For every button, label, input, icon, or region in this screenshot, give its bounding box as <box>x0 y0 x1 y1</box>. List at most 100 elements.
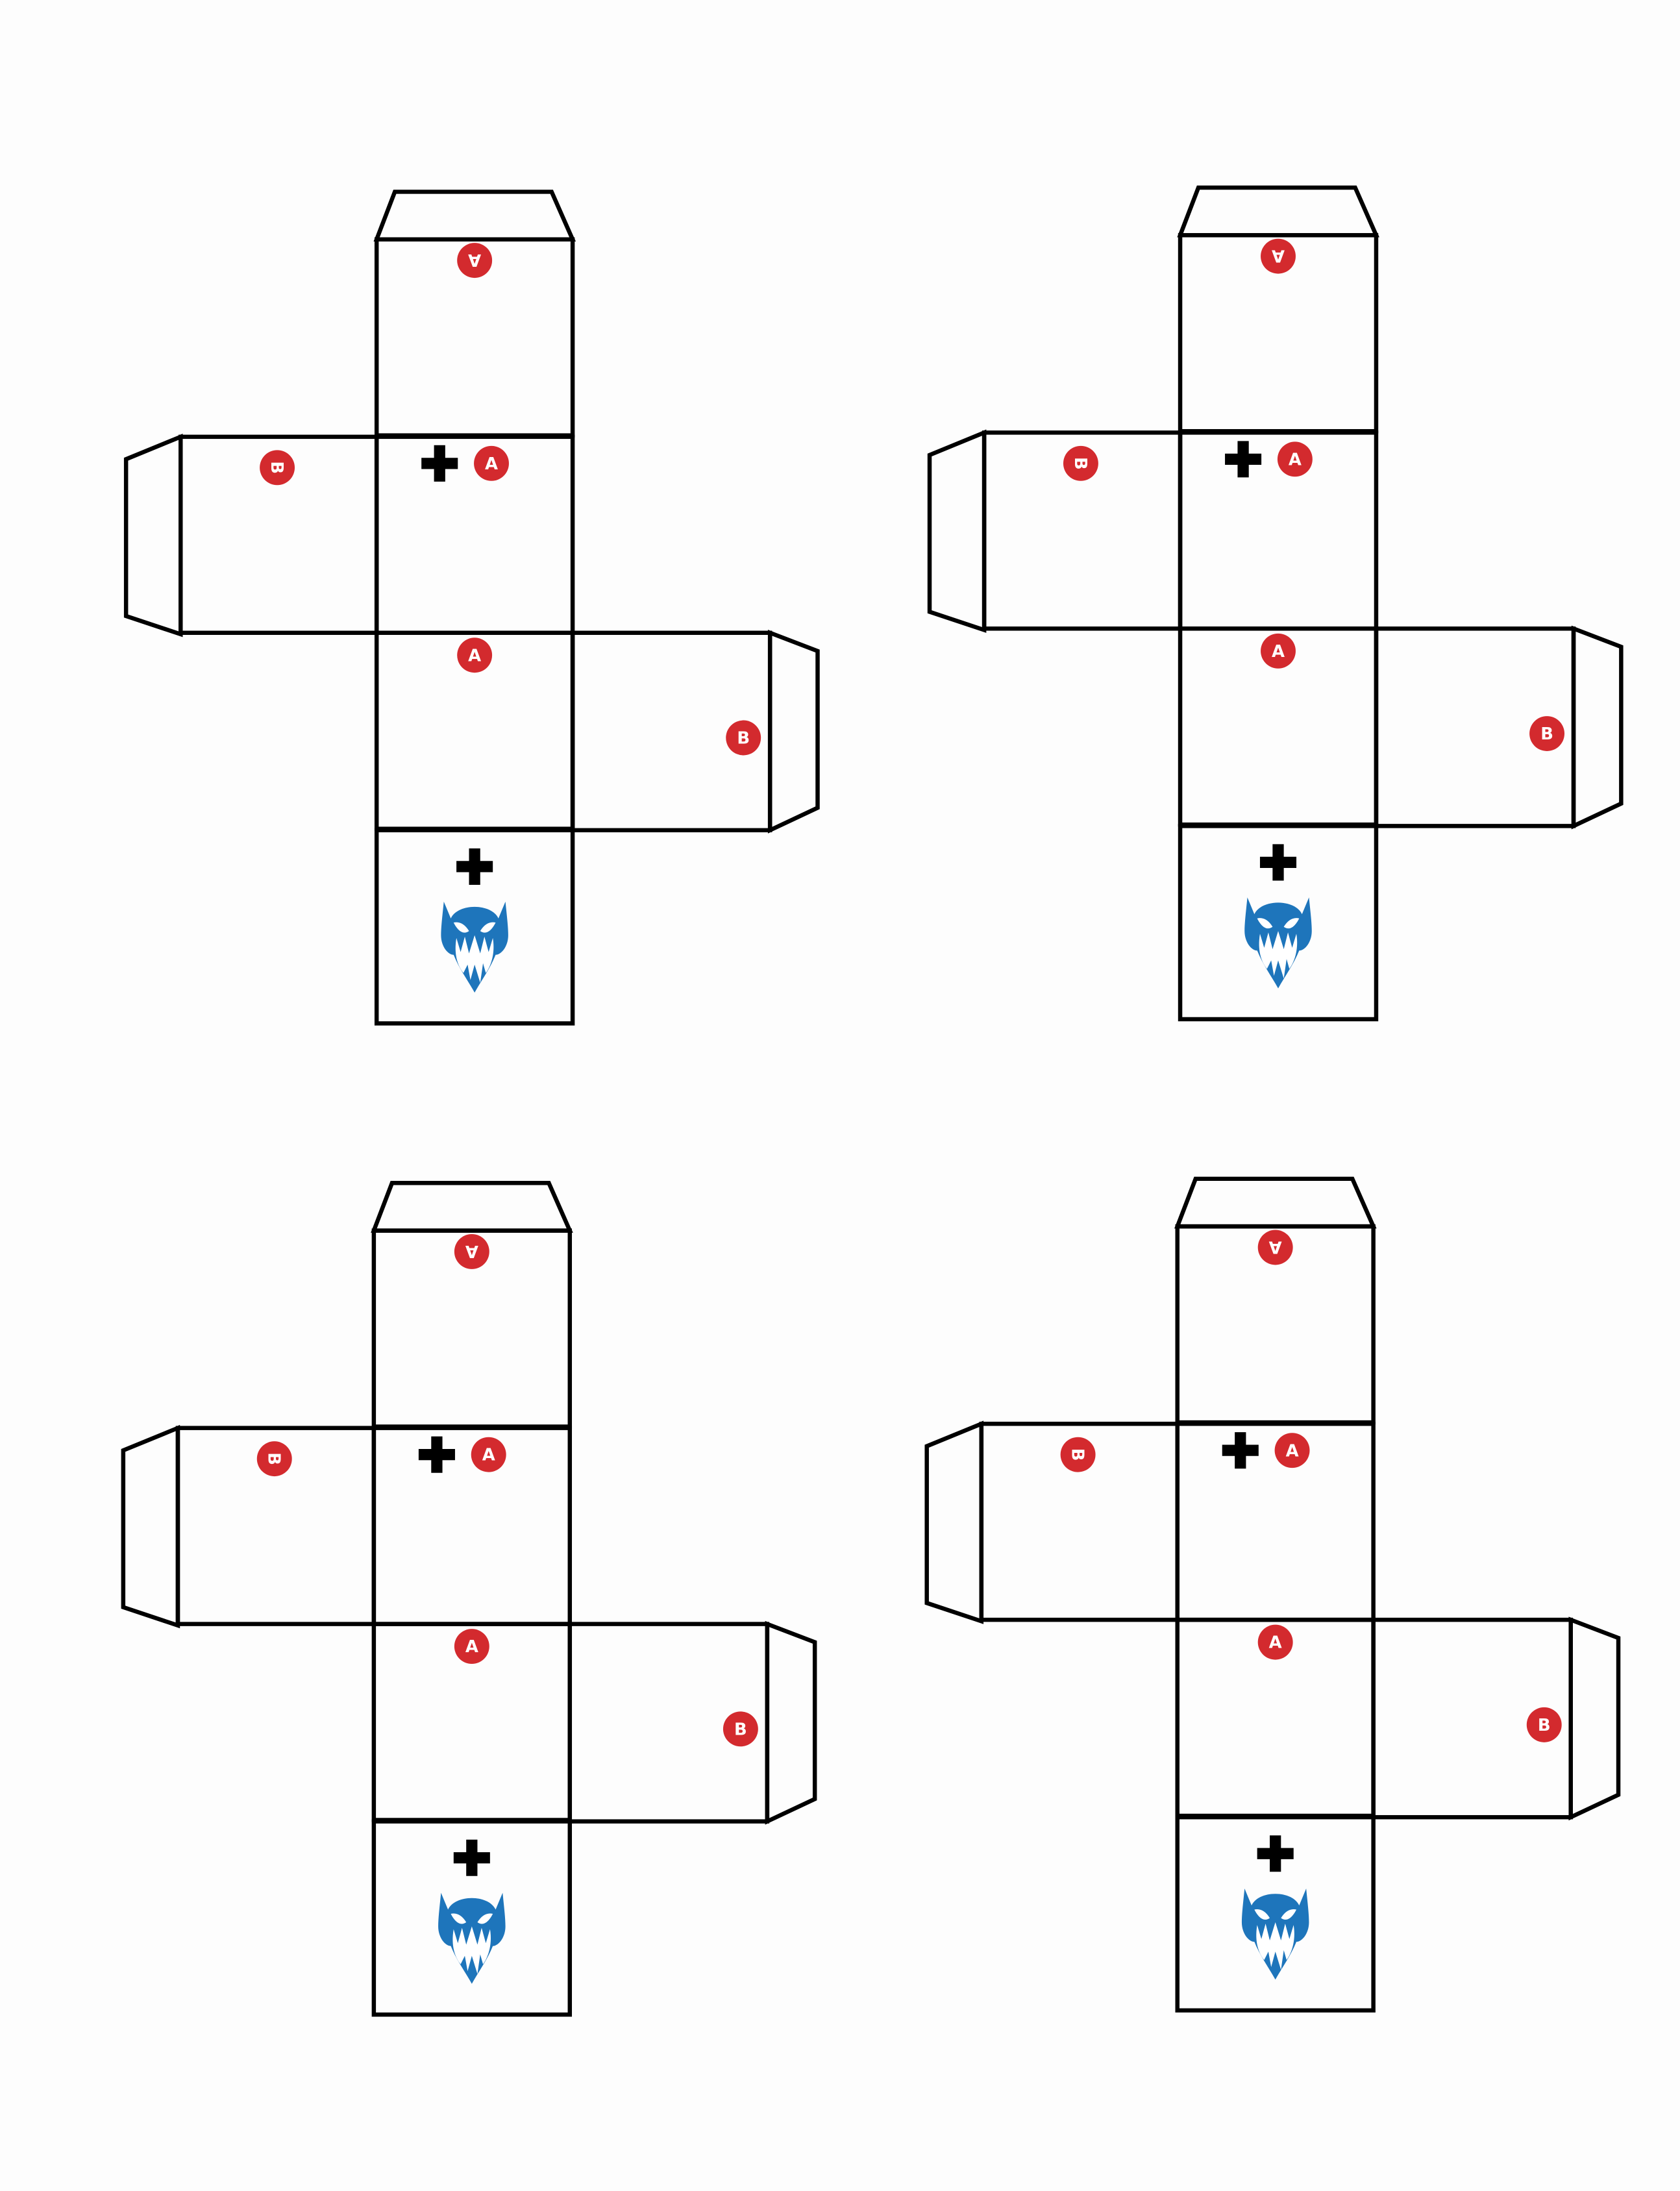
badge-circle <box>260 450 295 486</box>
glue-flap-left <box>924 1420 984 1624</box>
plus-icon <box>418 1436 455 1473</box>
monster-mouth <box>455 935 494 983</box>
letter-badge-left-arm: B <box>256 1441 292 1477</box>
monster-eye-right <box>477 1913 493 1924</box>
badge-circle <box>1526 1707 1562 1742</box>
badge-circle <box>1063 445 1098 481</box>
letter-badge-second-face: A <box>1277 441 1313 477</box>
badge-letter: B <box>1538 1716 1551 1735</box>
letter-badge-second-face: A <box>471 1437 506 1472</box>
glue-flap-top <box>1177 185 1379 238</box>
monster-eye-left <box>1254 1909 1270 1920</box>
glue-flap-top <box>371 1181 573 1233</box>
badge-letter: A <box>1286 1441 1299 1461</box>
letter-badge-second-face: A <box>1274 1433 1310 1468</box>
monster-face-icon <box>1241 1888 1309 1980</box>
monster-eye-left <box>453 922 469 933</box>
dice-net-top-right: A B A A B <box>927 185 1624 1022</box>
badge-letter: B <box>264 1452 284 1465</box>
letter-badge-top-face: A <box>454 1233 489 1269</box>
letter-badge-top-face: A <box>1261 238 1296 274</box>
badge-circle <box>454 1629 489 1665</box>
badge-letter: A <box>468 646 481 665</box>
letter-badge-right-arm: B <box>723 1711 758 1747</box>
badge-circle <box>1261 238 1296 274</box>
badge-letter: B <box>737 729 750 749</box>
monster-eye-right <box>1283 918 1300 929</box>
glue-flap-right <box>765 1620 817 1825</box>
badge-letter: B <box>1070 457 1090 470</box>
plus-icon <box>456 848 493 885</box>
badge-circle <box>457 243 493 279</box>
badge-letter: A <box>1272 246 1285 266</box>
badge-circle <box>454 1233 489 1269</box>
letter-badge-third-face: A <box>1257 1624 1293 1660</box>
plus-icon <box>1257 1835 1294 1872</box>
plus-icon <box>1222 1432 1259 1469</box>
glue-flap-left <box>121 1424 180 1629</box>
badge-letter: B <box>1068 1448 1087 1461</box>
badge-letter: A <box>465 1637 478 1657</box>
letter-badge-third-face: A <box>457 637 493 673</box>
letter-badge-top-face: A <box>1257 1230 1293 1265</box>
cube-face <box>371 1819 573 2017</box>
monster-mouth <box>1259 931 1298 979</box>
plus-icon <box>1225 441 1262 478</box>
monster-face-icon <box>441 901 508 993</box>
letter-badge-top-face: A <box>457 243 493 279</box>
glue-flap-right <box>767 630 820 834</box>
glue-flap-left <box>927 429 987 633</box>
badge-letter: A <box>1269 1237 1282 1256</box>
monster-face-icon <box>438 1892 506 1984</box>
letter-badge-right-arm: B <box>1529 716 1565 751</box>
plus-icon <box>1259 844 1297 881</box>
monster-eye-left <box>451 1913 467 1924</box>
badge-circle <box>1277 441 1313 477</box>
badge-circle <box>1274 1433 1310 1468</box>
badge-letter: B <box>1540 724 1553 744</box>
monster-mouth <box>452 1926 491 1974</box>
letter-badge-second-face: A <box>474 445 509 481</box>
badge-circle <box>1060 1437 1096 1472</box>
plus-icon <box>421 445 458 482</box>
dice-net-bottom-right: A B A A B <box>924 1176 1621 2013</box>
letter-badge-third-face: A <box>1261 633 1296 669</box>
plus-icon <box>453 1839 490 1876</box>
badge-letter: B <box>267 461 286 474</box>
monster-face-icon <box>1244 897 1312 989</box>
badge-letter: A <box>485 454 498 474</box>
letter-badge-third-face: A <box>454 1629 489 1665</box>
letter-badge-right-arm: B <box>1526 1707 1562 1742</box>
glue-flap-top <box>1174 1176 1377 1229</box>
monster-eye-left <box>1257 918 1273 929</box>
glue-flap-right <box>1568 1616 1621 1821</box>
monster-mouth <box>1256 1922 1294 1970</box>
cube-face <box>1175 1814 1376 2013</box>
badge-letter: A <box>1289 450 1302 469</box>
badge-letter: B <box>734 1720 747 1739</box>
monster-eye-right <box>1281 1909 1297 1920</box>
badge-circle <box>1261 633 1296 669</box>
cube-face <box>374 828 575 1026</box>
badge-circle <box>256 1441 292 1477</box>
badge-letter: A <box>465 1241 478 1261</box>
glue-flap-right <box>1571 625 1624 830</box>
dice-net-top-left: A B A A B <box>123 190 820 1026</box>
letter-badge-left-arm: B <box>1063 445 1098 481</box>
badge-letter: A <box>482 1446 495 1465</box>
badge-circle <box>723 1711 758 1747</box>
badge-circle <box>457 637 493 673</box>
badge-circle <box>726 720 761 756</box>
badge-letter: A <box>468 250 481 269</box>
dice-net-bottom-left: A B A A B <box>121 1181 817 2017</box>
badge-letter: A <box>1269 1633 1282 1653</box>
cube-face <box>1178 824 1379 1022</box>
letter-badge-left-arm: B <box>260 450 295 486</box>
glue-flap-top <box>373 190 576 242</box>
letter-badge-left-arm: B <box>1060 1437 1096 1472</box>
badge-circle <box>474 445 509 481</box>
letter-badge-right-arm: B <box>726 720 761 756</box>
badge-circle <box>1257 1624 1293 1660</box>
